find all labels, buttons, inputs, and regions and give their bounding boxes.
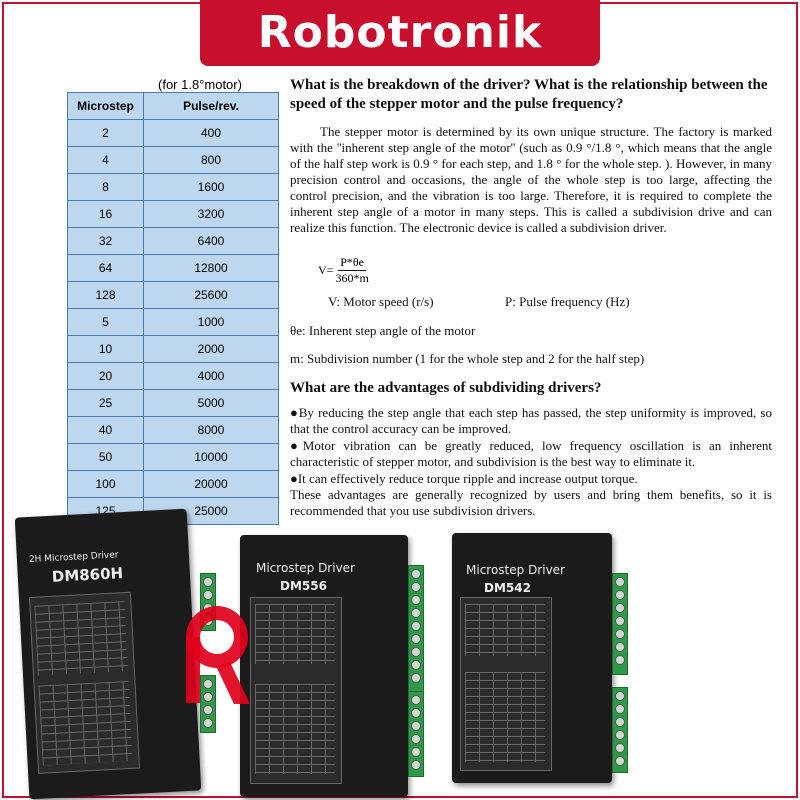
heading-advantages: What are the advantages of subdividing d… (290, 380, 602, 396)
terminal-block (612, 573, 628, 675)
brand-banner: Robotronik (200, 0, 600, 66)
driver-spec-panel (250, 597, 342, 784)
cell-microstep: 25 (67, 389, 144, 417)
cell-pulse: 800 (143, 146, 279, 174)
cell-microstep: 64 (67, 254, 144, 282)
driver-model: DM860H (51, 564, 124, 586)
cell-microstep: 4 (67, 146, 144, 174)
terminal-block (612, 687, 628, 773)
cell-pulse: 4000 (143, 362, 279, 390)
table-caption: (for 1.8°motor) (158, 77, 242, 92)
formula-numerator: P*θe (338, 255, 366, 271)
cell-pulse: 1600 (143, 173, 279, 201)
driver-model: DM556 (280, 579, 327, 593)
terminal-block (408, 565, 424, 695)
current-table-grid (34, 601, 128, 676)
cell-microstep: 40 (67, 416, 144, 444)
cell-microstep: 16 (67, 200, 144, 228)
cell-microstep: 5 (67, 308, 144, 336)
robotronik-r-logo-icon (185, 606, 250, 704)
formula-denominator: 360*m (335, 271, 369, 285)
cell-pulse: 10000 (143, 443, 279, 471)
driver-title: Microstep Driver (256, 561, 355, 575)
heading-breakdown: What is the breakdown of the driver? Wha… (290, 77, 768, 112)
cell-pulse: 25600 (143, 281, 279, 309)
current-table-grid (255, 604, 335, 664)
header-pulse-rev: Pulse/rev. (143, 92, 279, 120)
terminal-block (200, 675, 216, 733)
brand-name: Robotronik (257, 7, 543, 58)
cell-microstep: 32 (67, 227, 144, 255)
cell-microstep: 10 (67, 335, 144, 363)
driver-dm556: Microstep Driver DM556 (240, 535, 408, 797)
cell-microstep: 128 (67, 281, 144, 309)
bullet-torque: ●It can effectively reduce torque ripple… (290, 471, 638, 486)
table-header-row: Microstep Pulse/rev. (67, 92, 279, 120)
cell-pulse: 20000 (143, 470, 279, 498)
cell-pulse: 2000 (143, 335, 279, 363)
formula-fraction: P*θe 360*m (335, 255, 368, 286)
driver-title: 2H Microstep Driver (28, 550, 119, 566)
pulse-table-grid (465, 672, 545, 762)
driver-title: Microstep Driver (466, 563, 565, 577)
cell-microstep: 50 (67, 443, 144, 471)
cell-pulse: 3200 (143, 200, 279, 228)
paragraph-intro: The stepper motor is determined by its o… (290, 124, 772, 235)
definition-p: P: Pulse frequency (Hz) (505, 294, 630, 309)
terminal-block (408, 691, 424, 777)
closing-paragraph: These advantages are generally recognize… (290, 487, 772, 518)
bullet-vibration: ●Motor vibration can be greatly reduced,… (290, 438, 772, 469)
cell-microstep: 20 (67, 362, 144, 390)
driver-dm542: Microstep Driver DM542 (452, 533, 612, 783)
definition-v: V: Motor speed (r/s) (328, 294, 434, 309)
cell-microstep: 8 (67, 173, 144, 201)
cell-microstep: 100 (67, 470, 144, 498)
pulse-table-grid (38, 680, 133, 766)
cell-pulse: 6400 (143, 227, 279, 255)
speed-formula: V= P*θe 360*m (318, 255, 369, 286)
driver-model: DM542 (484, 581, 531, 595)
driver-dm860h: 2H Microstep Driver DM860H (14, 508, 202, 800)
definition-theta: θe: Inherent step angle of the motor (290, 323, 476, 338)
driver-spec-panel (460, 597, 552, 771)
cell-pulse: 5000 (143, 389, 279, 417)
cell-pulse: 12800 (143, 254, 279, 282)
driver-photos: 2H Microstep Driver DM860H Microstep Dri… (0, 505, 800, 800)
cell-pulse: 8000 (143, 416, 279, 444)
driver-spec-panel (28, 591, 141, 774)
definition-m: m: Subdivision number (1 for the whole s… (290, 351, 645, 366)
formula-lhs: V= (318, 263, 334, 277)
current-table-grid (465, 604, 545, 656)
bullet-step-uniformity: ●By reducing the step angle that each st… (290, 405, 772, 436)
header-microstep: Microstep (67, 92, 144, 120)
pulse-table-grid (255, 684, 335, 774)
cell-microstep: 2 (67, 119, 144, 147)
cell-pulse: 400 (143, 119, 279, 147)
cell-pulse: 1000 (143, 308, 279, 336)
